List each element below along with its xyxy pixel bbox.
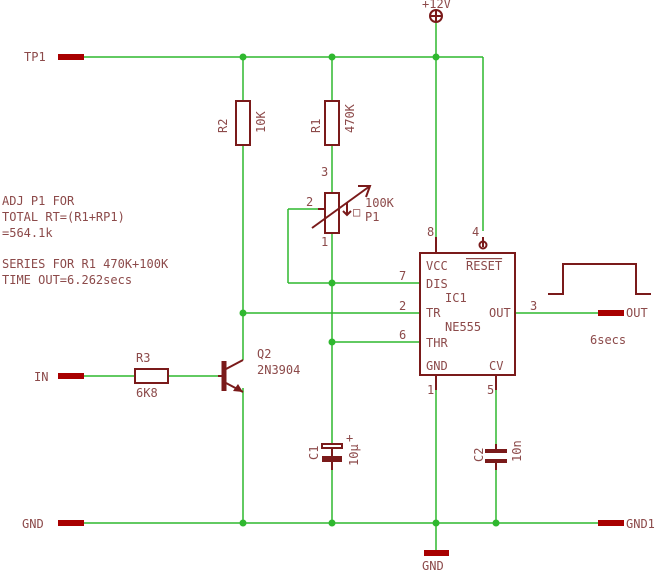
c1-polarity-mark: + bbox=[346, 431, 353, 445]
ic1-pinnum-gnd: 1 bbox=[427, 383, 434, 397]
c1-name: C1 bbox=[307, 446, 321, 460]
q2-value: 2N3904 bbox=[257, 363, 300, 377]
p1-value: 100K bbox=[365, 196, 395, 210]
potentiometer-p1[interactable]: 3 2 1 □ 100K P1 bbox=[306, 165, 395, 249]
junctions bbox=[239, 53, 500, 527]
resistor-r2[interactable]: R2 10K bbox=[216, 100, 268, 146]
ground-symbol: GND bbox=[422, 540, 449, 573]
junction-dot bbox=[328, 279, 336, 287]
capacitor-c2[interactable]: C2 10n bbox=[472, 440, 524, 470]
port-out[interactable]: OUT bbox=[598, 306, 648, 320]
output-pulse-waveform: 6secs bbox=[548, 263, 651, 347]
port-tp1-label: TP1 bbox=[24, 50, 46, 64]
junction-dot bbox=[239, 53, 247, 61]
p1-pin2: 2 bbox=[306, 195, 313, 209]
p1-wiper-mark: □ bbox=[353, 205, 360, 219]
port-tp1[interactable]: TP1 bbox=[24, 50, 84, 64]
r2-name: R2 bbox=[216, 119, 230, 133]
output-duration-label: 6secs bbox=[590, 333, 626, 347]
q2-name: Q2 bbox=[257, 347, 271, 361]
capacitor-c1[interactable]: + C1 10µ bbox=[307, 431, 361, 470]
reset-inversion-bubble bbox=[478, 240, 488, 250]
ic1-pin-gnd: GND bbox=[426, 359, 448, 373]
junction-dot bbox=[492, 519, 500, 527]
ground-label: GND bbox=[422, 559, 444, 573]
ic1-pinnum-dis: 7 bbox=[399, 269, 406, 283]
supply-label: +12V bbox=[422, 0, 451, 11]
ic1-pinnum-out: 3 bbox=[530, 299, 537, 313]
junction-dot bbox=[328, 53, 336, 61]
ic1-pinnum-thr: 6 bbox=[399, 328, 406, 342]
note-line-1: ADJ P1 FOR bbox=[2, 194, 75, 208]
r3-name: R3 bbox=[136, 351, 150, 365]
ic1-pin-cv: CV bbox=[489, 359, 503, 373]
junction-dot bbox=[328, 519, 336, 527]
r3-value: 6K8 bbox=[136, 386, 158, 400]
ic1-pin-tr: TR bbox=[426, 306, 441, 320]
ic1-name: IC1 bbox=[445, 291, 467, 305]
ic1-pinnum-vcc: 8 bbox=[427, 225, 434, 239]
port-out-label: OUT bbox=[626, 306, 648, 320]
c1-value: 10µ bbox=[347, 444, 361, 466]
junction-dot bbox=[432, 519, 440, 527]
junction-dot bbox=[239, 309, 247, 317]
ic1-pin-reset: RESET bbox=[466, 259, 502, 273]
port-gnd-label: GND bbox=[22, 517, 44, 531]
ic1-pinnum-cv: 5 bbox=[487, 383, 494, 397]
p1-pin1: 1 bbox=[321, 235, 328, 249]
supply-12v: +12V bbox=[422, 0, 451, 23]
note-line-4: SERIES FOR R1 470K+100K bbox=[2, 257, 169, 271]
note-line-3: =564.1k bbox=[2, 226, 53, 240]
ic1-value: NE555 bbox=[445, 320, 481, 334]
r2-value: 10K bbox=[254, 111, 268, 133]
resistor-r3[interactable]: R3 6K8 bbox=[134, 351, 169, 400]
note-line-5: TIME OUT=6.262secs bbox=[2, 273, 132, 287]
wires bbox=[84, 20, 598, 540]
design-notes: ADJ P1 FOR TOTAL RT=(R1+RP1) =564.1k SER… bbox=[2, 194, 169, 287]
ic1-pinnum-reset: 4 bbox=[472, 225, 479, 239]
p1-pin3: 3 bbox=[321, 165, 328, 179]
resistor-r1[interactable]: R1 470K bbox=[309, 100, 357, 146]
r1-name: R1 bbox=[309, 119, 323, 133]
ic1-pin-dis: DIS bbox=[426, 277, 448, 291]
transistor-q2[interactable]: Q2 2N3904 bbox=[218, 347, 300, 393]
port-gnd1[interactable]: GND1 bbox=[598, 517, 655, 531]
ic1-pin-out: OUT bbox=[489, 306, 511, 320]
ic1-ne555[interactable]: VCC RESET DIS TR THR GND OUT CV IC1 NE55… bbox=[399, 225, 537, 397]
port-in-label: IN bbox=[34, 370, 48, 384]
r1-value: 470K bbox=[343, 103, 357, 133]
junction-dot bbox=[239, 519, 247, 527]
junction-dot bbox=[432, 53, 440, 61]
c2-value: 10n bbox=[510, 440, 524, 462]
junction-dot bbox=[328, 338, 336, 346]
ic1-pin-thr: THR bbox=[426, 336, 448, 350]
ic1-pinnum-tr: 2 bbox=[399, 299, 406, 313]
c2-name: C2 bbox=[472, 448, 486, 462]
port-gnd1-label: GND1 bbox=[626, 517, 655, 531]
note-line-2: TOTAL RT=(R1+RP1) bbox=[2, 210, 125, 224]
port-gnd[interactable]: GND bbox=[22, 517, 84, 531]
p1-name: P1 bbox=[365, 210, 379, 224]
ic1-pin-vcc: VCC bbox=[426, 259, 448, 273]
port-in[interactable]: IN bbox=[34, 370, 84, 384]
